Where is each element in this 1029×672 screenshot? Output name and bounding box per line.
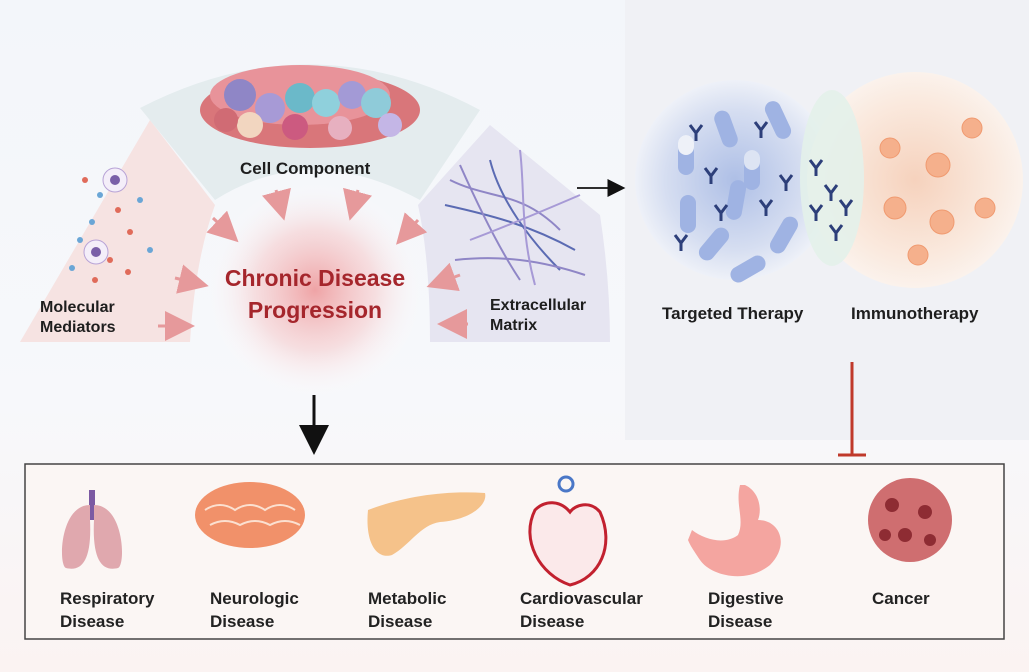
- immunotherapy-label: Immunotherapy: [851, 304, 979, 323]
- ecm-fibers-icon: [444, 149, 586, 286]
- tumor-icon: [868, 478, 952, 562]
- heart-icon: [528, 475, 608, 587]
- extracellular-matrix-label-1: Extracellular: [490, 297, 587, 314]
- molecular-dots-icon: [69, 167, 153, 283]
- disease-label-cancer: Cancer: [872, 587, 930, 610]
- disease-line2: Disease: [708, 612, 773, 631]
- center-glow: [205, 180, 425, 400]
- disease-label-digestive: Digestive Disease: [708, 587, 784, 633]
- immune-cell-icons: [879, 117, 996, 266]
- pancreas-icon: [367, 492, 486, 556]
- inhibition-icon: [838, 362, 866, 457]
- disease-label-respiratory: Respiratory Disease: [60, 587, 154, 633]
- disease-line1: Respiratory: [60, 589, 155, 608]
- disease-line1: Digestive: [708, 589, 784, 608]
- molecular-mediators-label-1: Molecular: [40, 299, 115, 316]
- cell-component-label: Cell Component: [240, 159, 371, 178]
- antibody-icons: [673, 121, 854, 251]
- center-title-line1: Chronic Disease: [224, 265, 406, 291]
- center-title-line2: Progression: [247, 297, 383, 323]
- brain-icon: [195, 482, 305, 548]
- disease-line1: Cancer: [872, 589, 930, 608]
- disease-line2: Disease: [210, 612, 275, 631]
- capsule-icons: [678, 101, 798, 283]
- sector-molecular-mediators: [20, 120, 215, 342]
- cell-cluster-icon: [200, 65, 420, 148]
- disease-box: [24, 463, 1005, 640]
- disease-line2: Disease: [520, 612, 585, 631]
- disease-label-cardiovascular: Cardiovascular Disease: [520, 587, 643, 633]
- disease-line2: Disease: [60, 612, 125, 631]
- disease-line1: Neurologic: [210, 589, 299, 608]
- lungs-icon: [61, 490, 123, 569]
- targeted-therapy-label: Targeted Therapy: [662, 304, 804, 323]
- disease-line2: Disease: [368, 612, 433, 631]
- disease-line1: Metabolic: [368, 589, 447, 608]
- molecular-mediators-label-2: Mediators: [40, 319, 116, 336]
- disease-label-neurologic: Neurologic Disease: [210, 587, 299, 633]
- overlap-zone: [800, 90, 864, 266]
- extracellular-matrix-label-2: Matrix: [490, 317, 538, 334]
- disease-line1: Cardiovascular: [520, 589, 643, 608]
- inward-arrows: [158, 187, 468, 341]
- center-title: Chronic Disease Progression: [205, 262, 425, 326]
- stomach-icon: [688, 485, 781, 577]
- disease-label-metabolic: Metabolic Disease: [368, 587, 446, 633]
